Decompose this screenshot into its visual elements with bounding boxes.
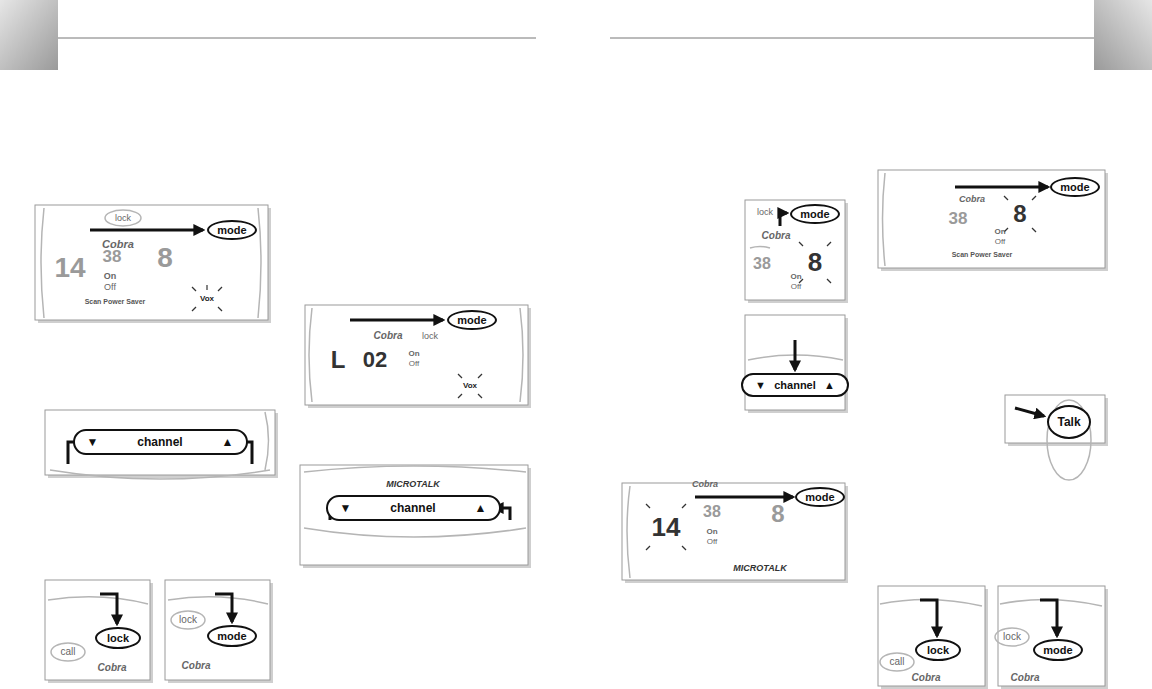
illustration-label: lock bbox=[422, 332, 438, 341]
illustration-label: 14 bbox=[54, 254, 85, 282]
corner-tab bbox=[1094, 0, 1152, 70]
button-label: ▲ bbox=[824, 379, 835, 391]
button-oval: mode bbox=[1033, 639, 1083, 661]
illustration-label: lock bbox=[1003, 632, 1021, 642]
illustration-label: Cobra bbox=[1011, 673, 1040, 683]
illustration-label: Cobra bbox=[762, 231, 791, 241]
illustration-label: 8 bbox=[1013, 202, 1026, 226]
channel-button: ▼ channel ▲ bbox=[73, 429, 248, 455]
illustration-label: MICROTALK bbox=[733, 564, 786, 573]
illustration-label: On bbox=[408, 350, 419, 358]
illustration-label: Cobra bbox=[692, 480, 718, 489]
illustration-label: Scan Power Saver bbox=[952, 251, 1013, 258]
channel-button: ▼ channel ▲ bbox=[326, 495, 501, 521]
blink-rays bbox=[192, 196, 1036, 550]
illustration-label: 02 bbox=[363, 349, 387, 371]
button-label: Talk bbox=[1057, 415, 1080, 429]
illustration-label: lock bbox=[179, 615, 197, 625]
button-label: mode bbox=[217, 630, 246, 642]
illustration-label: MICROTALK bbox=[386, 480, 439, 489]
panel-frames bbox=[35, 170, 1105, 686]
corner-tab bbox=[0, 0, 58, 70]
illustration-label: On bbox=[104, 272, 117, 281]
illustration-label: On bbox=[994, 228, 1005, 236]
channel-button: ▼ channel ▲ bbox=[741, 373, 849, 397]
button-label: mode bbox=[1043, 644, 1072, 656]
illustration-label: Off bbox=[791, 283, 802, 291]
button-oval: mode bbox=[1050, 177, 1100, 197]
illustration-label: 8 bbox=[771, 502, 784, 526]
illustration-label: lock bbox=[757, 208, 773, 217]
button-label: lock bbox=[107, 632, 129, 644]
button-label: mode bbox=[805, 491, 834, 503]
button-label: ▲ bbox=[475, 501, 487, 515]
button-oval: Talk bbox=[1047, 405, 1091, 439]
button-label: ▼ bbox=[755, 379, 766, 391]
button-label: mode bbox=[800, 208, 829, 220]
button-label: channel bbox=[137, 435, 182, 449]
illustration-label: Vox bbox=[463, 382, 477, 390]
illustration-label: Cobra bbox=[912, 673, 941, 683]
button-label: channel bbox=[390, 501, 435, 515]
illustration-label: 38 bbox=[703, 504, 721, 520]
button-label: ▲ bbox=[222, 435, 234, 449]
illustration-label: Cobra bbox=[959, 195, 985, 204]
button-label: ▼ bbox=[340, 501, 352, 515]
illustration-label: Scan Power Saver bbox=[85, 298, 146, 305]
header-rule bbox=[58, 38, 536, 39]
illustration-label: 8 bbox=[808, 249, 822, 275]
button-label: channel bbox=[774, 379, 816, 391]
radio-outline bbox=[41, 173, 1102, 671]
illustration-label: Off bbox=[995, 238, 1006, 246]
illustration-label: call bbox=[60, 647, 75, 657]
button-label: mode bbox=[457, 314, 486, 326]
illustration-label: call bbox=[889, 657, 904, 667]
illustration-label: 8 bbox=[157, 244, 173, 272]
button-label: mode bbox=[1060, 181, 1089, 193]
illustration-label: 38 bbox=[949, 210, 968, 227]
button-oval: mode bbox=[790, 204, 840, 224]
illustration-label: Cobra bbox=[98, 663, 127, 673]
button-label: mode bbox=[217, 224, 246, 236]
illustration-label: On bbox=[706, 528, 717, 536]
pointer-arrows bbox=[68, 187, 1057, 636]
button-oval: lock bbox=[915, 639, 961, 661]
button-oval: mode bbox=[795, 487, 845, 507]
illustration-label: On bbox=[790, 273, 801, 281]
illustration-label: Off bbox=[104, 283, 116, 292]
header-rule bbox=[610, 38, 1094, 39]
illustration-label: Vox bbox=[200, 295, 214, 303]
illustration-label: 14 bbox=[652, 514, 681, 540]
illustration-label: 38 bbox=[753, 256, 771, 272]
button-oval: mode bbox=[447, 310, 497, 330]
button-oval: lock bbox=[95, 627, 141, 649]
illustration-label: Cobra bbox=[374, 331, 403, 341]
illustration-label: Off bbox=[707, 538, 718, 546]
illustration-label: L bbox=[331, 348, 346, 372]
button-oval: mode bbox=[207, 220, 257, 240]
illustration-label: 38 bbox=[103, 248, 122, 265]
illustration-label: Cobra bbox=[182, 661, 211, 671]
button-label: lock bbox=[927, 644, 949, 656]
illustration-label: Off bbox=[409, 360, 420, 368]
button-oval: mode bbox=[207, 625, 257, 647]
button-label: ▼ bbox=[87, 435, 99, 449]
illustration-label: lock bbox=[115, 214, 131, 223]
